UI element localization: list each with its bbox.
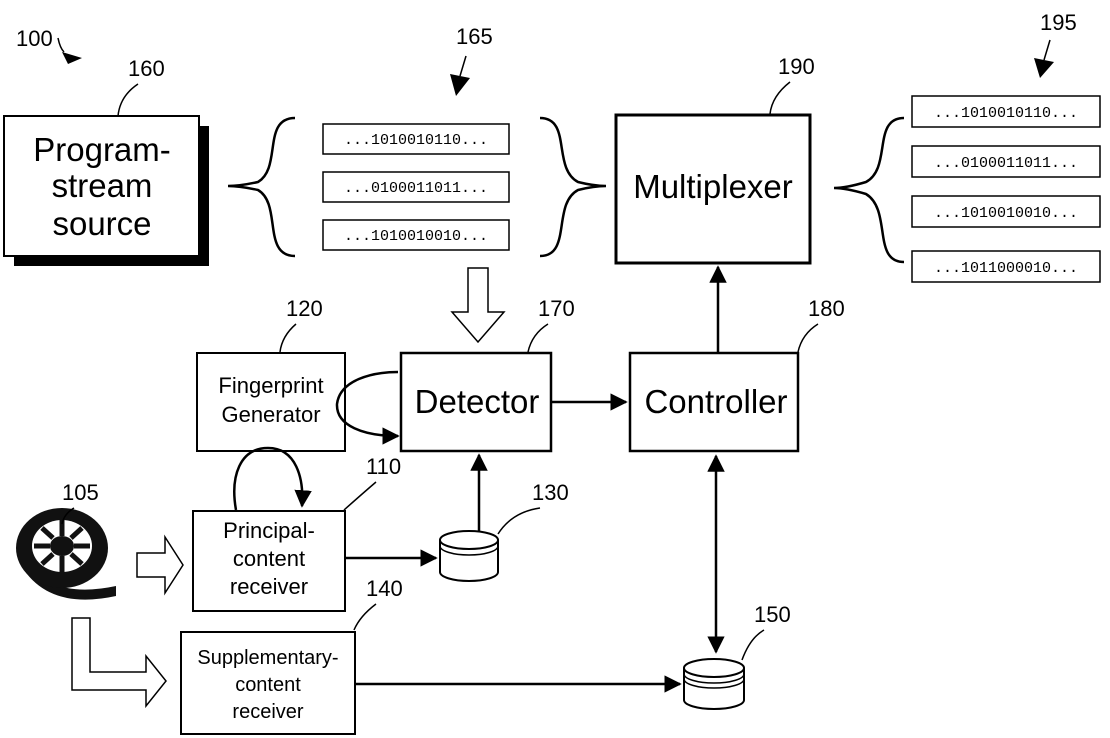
figure-label-arrowhead <box>62 52 82 64</box>
principal-fingerprint-loop <box>233 446 312 511</box>
program-source-line-2: stream <box>52 167 153 204</box>
supplementary-receiver-leader <box>353 603 377 631</box>
streams-to-detector-arrow <box>450 267 506 344</box>
principal-receiver-leader <box>343 481 377 511</box>
program-source-leader <box>117 83 139 117</box>
left-brace <box>227 116 296 258</box>
controller-ref: 180 <box>808 296 845 321</box>
supplementary-receiver-line-1: Supplementary- <box>197 647 338 669</box>
program-stream-source-block: Program- stream source <box>3 115 209 266</box>
fingerprint-generator-ref: 120 <box>286 296 323 321</box>
reel-to-supplementary-arrow <box>71 617 167 709</box>
input-streams-ref: 165 <box>456 24 493 49</box>
multiplexer-ref: 190 <box>778 54 815 79</box>
output-streams-pointer <box>1043 39 1051 61</box>
principal-receiver-line-3: receiver <box>230 574 308 599</box>
output-streams-ref: 195 <box>1040 10 1077 35</box>
output-stream-4-bits: ...1011000010... <box>934 260 1078 277</box>
controller-label: Controller <box>644 383 787 420</box>
output-streams-arrowhead <box>1034 58 1054 78</box>
principal-receiver-line-2: content <box>233 546 305 571</box>
output-stream-2-bits: ...0100011011... <box>934 155 1078 172</box>
supplementary-receiver-line-2: content <box>235 674 301 696</box>
controller-block: Controller <box>628 351 800 453</box>
film-reel-leader <box>61 507 75 525</box>
detector-ref: 170 <box>538 296 575 321</box>
principal-receiver-block: Principal- content receiver <box>192 510 346 612</box>
film-reel-icon <box>16 508 116 600</box>
fingerprint-generator-leader <box>279 323 297 353</box>
principal-receiver-line-1: Principal- <box>223 518 315 543</box>
figure-label: 100 <box>16 26 53 51</box>
principal-database-ref: 130 <box>532 480 569 505</box>
output-stream-3: ...1010010010... <box>911 195 1101 228</box>
program-source-line-1: Program- <box>33 131 171 168</box>
multiplexer-label: Multiplexer <box>633 168 793 205</box>
output-stream-1: ...1010010110... <box>911 95 1101 128</box>
output-stream-3-bits: ...1010010010... <box>934 205 1078 222</box>
input-stream-1-bits: ...1010010110... <box>344 132 488 149</box>
supplementary-receiver-line-3: receiver <box>232 701 303 723</box>
supplementary-receiver-ref: 140 <box>366 576 403 601</box>
input-stream-2-bits: ...0100011011... <box>344 180 488 197</box>
principal-database-leader <box>497 507 541 535</box>
fingerprint-detector-loop <box>335 370 400 445</box>
supplementary-database <box>683 658 745 710</box>
fingerprint-generator-block: Fingerprint Generator <box>196 352 346 452</box>
output-stream-2: ...0100011011... <box>911 145 1101 178</box>
input-stream-3: ...1010010010... <box>322 219 510 251</box>
multiplexer-leader <box>769 81 791 115</box>
input-stream-1: ...1010010110... <box>322 123 510 155</box>
supplementary-receiver-block: Supplementary- content receiver <box>180 631 356 735</box>
fingerprint-generator-line-2: Generator <box>221 402 320 427</box>
reel-to-principal-arrow <box>136 534 184 596</box>
film-reel-ref: 105 <box>62 480 99 505</box>
multiplexer-block: Multiplexer <box>614 113 812 265</box>
output-stream-1-bits: ...1010010110... <box>934 105 1078 122</box>
output-stream-4: ...1011000010... <box>911 250 1101 283</box>
supplementary-database-ref: 150 <box>754 602 791 627</box>
principal-receiver-ref: 110 <box>366 454 401 479</box>
detector-leader <box>527 323 549 353</box>
supplementary-database-leader <box>741 629 765 661</box>
controller-leader <box>797 323 819 353</box>
output-brace <box>833 116 905 264</box>
fingerprint-generator-line-1: Fingerprint <box>218 373 323 398</box>
detector-label: Detector <box>415 383 540 420</box>
input-streams-arrowhead <box>450 74 470 96</box>
input-streams-pointer <box>459 55 467 77</box>
program-source-line-3: source <box>52 205 151 242</box>
input-stream-2: ...0100011011... <box>322 171 510 203</box>
detector-block: Detector <box>399 351 553 453</box>
figure-label-pointer <box>57 37 65 53</box>
input-stream-3-bits: ...1010010010... <box>344 228 488 245</box>
program-source-ref: 160 <box>128 56 165 81</box>
right-brace <box>539 116 607 258</box>
principal-database <box>439 530 499 582</box>
